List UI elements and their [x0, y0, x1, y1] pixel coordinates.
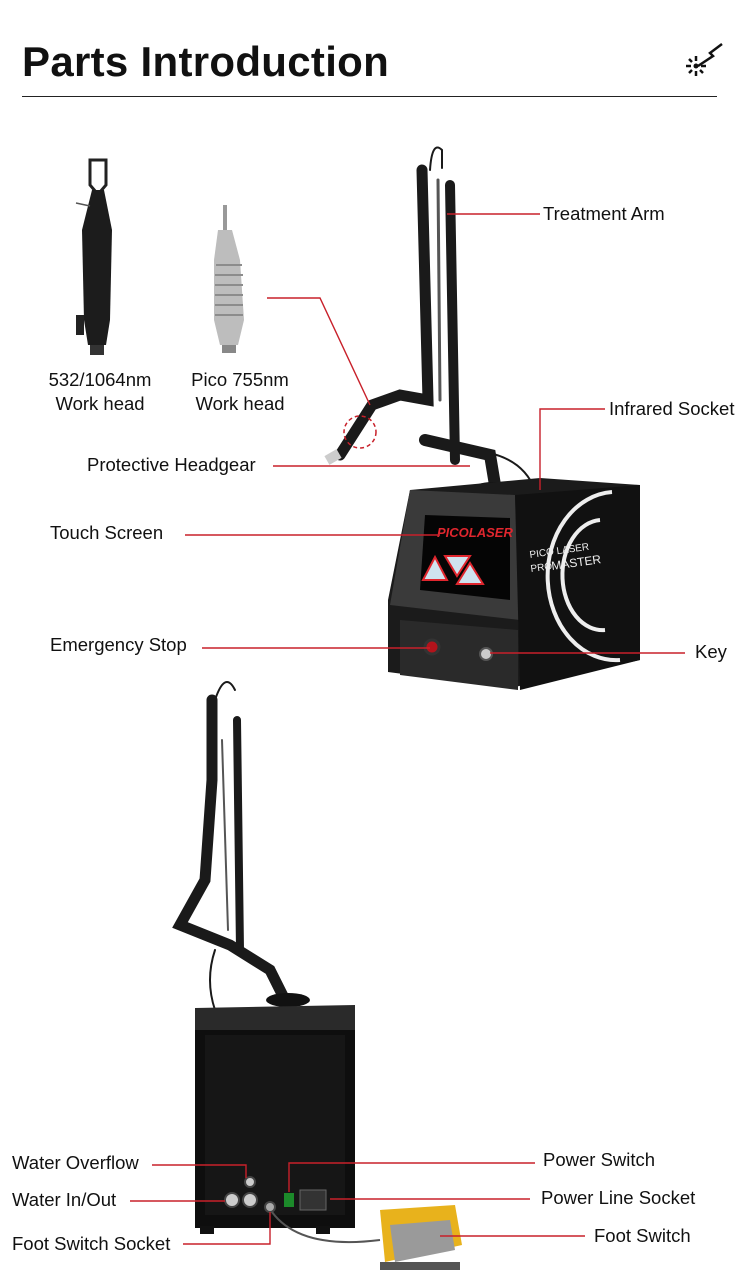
- label-touch-screen: Touch Screen: [50, 522, 164, 543]
- machine-back: [172, 681, 462, 1270]
- brand-pro: PRO: [530, 561, 553, 575]
- label-water-overflow: Water Overflow: [12, 1152, 139, 1173]
- work-head-2-name: Pico 755nm: [191, 369, 289, 390]
- label-infrared-socket: Infrared Socket: [609, 398, 735, 419]
- label-foot-switch: Foot Switch: [594, 1225, 691, 1246]
- foot-switch: [380, 1205, 462, 1270]
- brand-master: MASTER: [550, 552, 602, 573]
- title-divider: [22, 96, 717, 97]
- laser-spark-icon: [686, 43, 723, 76]
- work-head-1-caption: 532/1064nm Work head: [30, 368, 170, 416]
- screen-logo: PICOLASER: [437, 525, 513, 540]
- work-head-1-name: 532/1064nm: [48, 369, 152, 390]
- leader-lines: [130, 213, 685, 1245]
- work-head-pico-755: [214, 205, 244, 353]
- label-water-in-out: Water In/Out: [12, 1189, 117, 1210]
- label-power-switch: Power Switch: [543, 1149, 656, 1170]
- label-power-line-socket: Power Line Socket: [541, 1187, 696, 1208]
- label-protective-headgear: Protective Headgear: [87, 454, 256, 475]
- page-title: Parts Introduction: [22, 38, 390, 85]
- label-treatment-arm: Treatment Arm: [543, 203, 665, 224]
- label-key: Key: [695, 641, 727, 662]
- key-switch: [479, 647, 493, 661]
- label-emergency-stop: Emergency Stop: [50, 634, 187, 655]
- treatment-arm-front: [334, 146, 536, 491]
- work-head-532-1064: [75, 158, 112, 355]
- work-head-2-caption: Pico 755nm Work head: [170, 368, 310, 416]
- headgear-highlight-circle: [343, 415, 377, 449]
- work-head-1-type: Work head: [55, 393, 145, 414]
- work-head-2-type: Work head: [195, 393, 285, 414]
- label-foot-switch-socket: Foot Switch Socket: [12, 1233, 171, 1254]
- emergency-stop-button: [423, 638, 441, 656]
- machine-front-body: [388, 478, 640, 690]
